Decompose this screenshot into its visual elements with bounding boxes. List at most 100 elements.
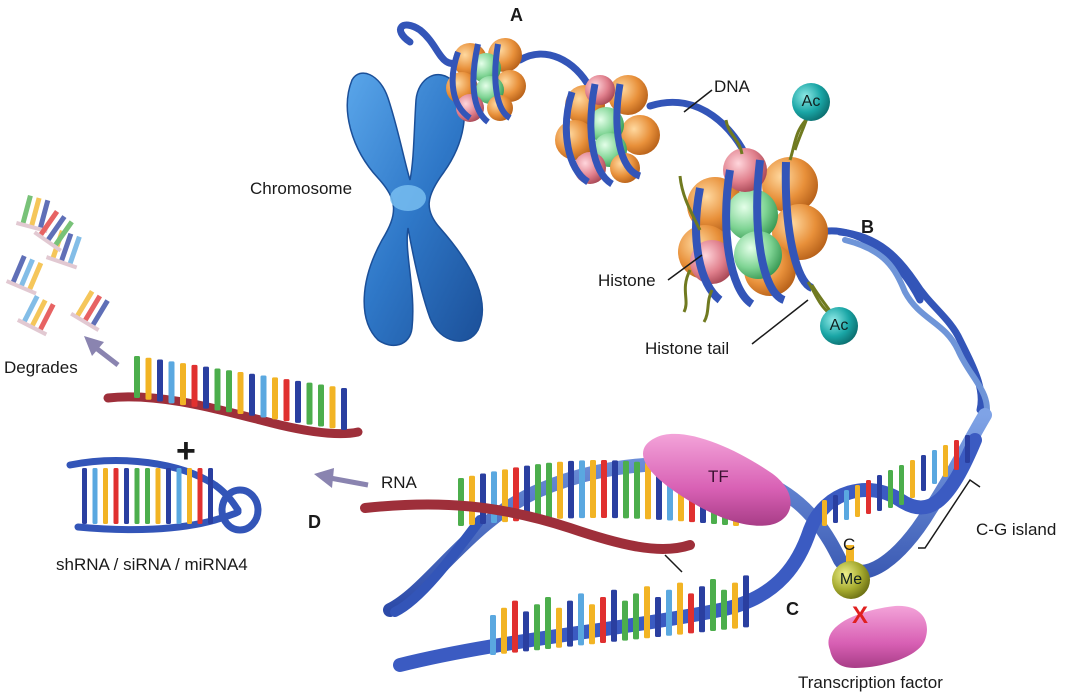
fragment-stick [45, 215, 67, 243]
plus-sign: + [176, 432, 196, 470]
label-c: C [786, 599, 799, 619]
rna-base-stick [134, 356, 140, 398]
base-stick-lower [611, 589, 617, 642]
base-stick-upper [557, 461, 563, 519]
fragment-stick [37, 303, 56, 333]
label-b: B [861, 217, 874, 237]
base-stick-helix [921, 455, 926, 491]
base-stick-lower [655, 597, 661, 637]
rna-base-stick [329, 386, 336, 429]
base-stick-lower [589, 604, 595, 645]
label-rna: RNA [381, 473, 417, 492]
ac-bottom-text: Ac [829, 317, 849, 334]
base-pairs-upper [458, 460, 739, 526]
base-stick-lower [501, 607, 507, 654]
label-dna: DNA [714, 77, 750, 96]
rna-base-stick [191, 364, 198, 407]
shrna-base-stick [92, 468, 98, 524]
shrna-base-stick [176, 468, 182, 524]
nucleosome-a [446, 38, 526, 125]
shrna-base-stick [145, 468, 150, 524]
base-stick-helix [932, 450, 937, 484]
base-stick-lower [721, 589, 727, 630]
rna-base-stick [203, 366, 209, 409]
rna-base-stick [283, 379, 290, 422]
base-stick-helix [855, 485, 860, 517]
base-pairs-lower [490, 575, 749, 655]
acetyl-group-top [792, 83, 830, 151]
base-stick-upper [601, 460, 607, 519]
rna-base-stick [318, 384, 324, 427]
shrna-base-stick [82, 468, 87, 524]
fragment-stick [29, 299, 48, 329]
rna-strand-center [360, 499, 695, 554]
arrow-degrades [84, 336, 120, 367]
base-stick-helix [965, 435, 970, 463]
dna-fiber-link2 [646, 98, 752, 164]
base-stick-lower [512, 600, 518, 653]
dna-fiber-top [397, 21, 464, 68]
fragment-stick [67, 235, 82, 266]
label-transcription-factor: Transcription factor [798, 673, 943, 692]
shrna-hairpin [66, 457, 262, 534]
base-stick-helix [954, 440, 959, 470]
shrna-base-stick [155, 468, 161, 524]
base-stick-upper [623, 460, 629, 519]
rna-base-stick [157, 359, 163, 402]
fragment-stick [89, 299, 110, 328]
rna-base-stick [237, 372, 244, 414]
rna-base-stick [214, 368, 221, 411]
base-stick-lower [699, 586, 705, 633]
fragment-stick [37, 199, 51, 230]
nucleosome-middle [555, 75, 660, 187]
base-stick-lower [578, 593, 584, 646]
base-stick-lower [633, 593, 639, 640]
arrow-rna [314, 468, 369, 488]
rna-base-stick [341, 388, 347, 430]
methyl-group [832, 545, 870, 599]
dna-fiber-link1 [516, 50, 594, 92]
base-stick-helix [943, 445, 948, 477]
base-stick-upper [634, 461, 640, 519]
base-stick-lower [677, 582, 683, 635]
rna-base-stick [180, 363, 186, 406]
label-c-base: C [843, 535, 856, 554]
fragment-stick [20, 195, 33, 226]
rna-base-stick [306, 382, 313, 425]
shrna-base-stick [103, 468, 108, 524]
label-chromosome: Chromosome [250, 179, 353, 198]
base-stick-upper [524, 465, 530, 521]
fragment-stick [28, 197, 42, 228]
base-stick-lower [523, 611, 529, 652]
base-stick-lower [556, 607, 562, 648]
label-a: A [510, 5, 523, 25]
base-stick-lower [622, 600, 628, 641]
fragment-backbone [45, 255, 78, 270]
shrna-base-stick [113, 468, 119, 524]
fragment-backbone [16, 318, 48, 337]
base-stick-upper [480, 473, 486, 525]
fragment-stick [26, 262, 44, 292]
leader-lines [664, 89, 981, 573]
label-degrades: Degrades [4, 358, 78, 377]
degraded-fragments [5, 195, 110, 337]
rna-base-stick [249, 373, 255, 416]
dna-twisted-segment [836, 228, 990, 421]
base-stick-lower [567, 600, 573, 647]
base-stick-lower [710, 579, 716, 631]
fragment-stick [82, 294, 103, 323]
base-stick-upper [469, 475, 475, 525]
base-stick-upper [513, 467, 519, 522]
base-stick-lower [490, 615, 496, 655]
label-histone-tail: Histone tail [645, 339, 730, 358]
base-stick-helix [844, 490, 849, 520]
chromosome-shape [346, 72, 483, 347]
rna-base-stick [260, 375, 267, 418]
base-stick-helix [888, 470, 893, 508]
rna-base-stick [272, 377, 278, 420]
base-stick-lower [644, 586, 650, 639]
fragment-stick [10, 255, 27, 285]
base-stick-helix [899, 465, 904, 505]
base-stick-upper [568, 460, 574, 519]
